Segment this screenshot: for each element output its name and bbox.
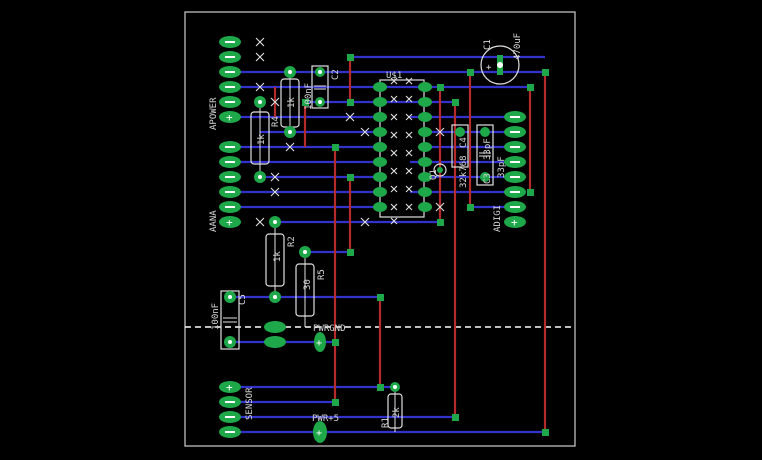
aana-connector: + (219, 141, 241, 229)
resistor-r2 (265, 216, 285, 303)
c5-name: C5 (238, 294, 248, 305)
svg-text:+: + (511, 216, 518, 229)
apower-connector: + (219, 36, 241, 124)
capacitor-c2 (311, 65, 329, 109)
c3-value: 33pF (483, 138, 493, 160)
bottom-traces (230, 55, 545, 434)
c1-value: 470uF (513, 33, 523, 60)
ic-u1-pads (373, 77, 432, 225)
svg-text:+: + (486, 63, 492, 73)
resistor-r5 (295, 246, 315, 327)
c4-name: C4 (459, 137, 469, 148)
r2-value: 1k (273, 251, 283, 262)
capacitor-c5 (220, 290, 240, 350)
svg-text:+: + (226, 216, 233, 229)
c5-value: 100nF (211, 303, 221, 330)
sensor-label: SENSOR (245, 387, 255, 420)
c1-name: C1 (483, 39, 493, 50)
adigi-label: ADIGI (493, 205, 503, 232)
r4-value: 1k (257, 134, 267, 145)
apower-label: APOWER (209, 97, 219, 130)
r2-name: R2 (287, 236, 297, 247)
unplaced-markers (255, 37, 445, 227)
pwr5-label: PWR+5 (312, 414, 339, 424)
adigi-connector: + (504, 111, 526, 229)
resistor-r3 (280, 66, 300, 138)
r1-name: R1 (381, 417, 391, 428)
r3-value: 1k (287, 97, 297, 108)
c2-value: 100nF (304, 83, 314, 110)
board-outline (184, 11, 576, 447)
top-traces (273, 57, 547, 432)
r1-value: 2k (392, 407, 402, 418)
svg-text:+: + (226, 381, 233, 394)
svg-text:+: + (226, 111, 233, 124)
q1-value: 32k768 (459, 155, 469, 188)
pwrgnd-label: PWRGND (313, 324, 346, 334)
pwrgnd-pads: + (264, 321, 326, 352)
r4-name: R4 (271, 116, 281, 127)
resistor-r4 (250, 96, 270, 183)
c2-name: C2 (331, 69, 341, 80)
capacitor-c3 (476, 124, 494, 186)
c3-name: C3 (483, 173, 493, 184)
resistor-r1 (387, 382, 403, 432)
q1-name: Q1 (429, 169, 439, 180)
pwr5-pad: + (313, 421, 327, 443)
capacitor-c1: + (480, 45, 520, 85)
svg-text:+: + (316, 428, 322, 439)
sensor-connector: + (219, 381, 241, 438)
svg-text:+: + (316, 338, 322, 349)
c4-value: 33pF (497, 156, 507, 178)
u1-name: U$1 (386, 71, 402, 81)
aana-label: AANA (209, 210, 219, 232)
r5-value: 30 (303, 279, 313, 290)
capacitor-c4 (451, 124, 469, 168)
crystal-q1 (433, 163, 447, 177)
r5-name: R5 (317, 269, 327, 280)
vias (302, 54, 549, 436)
